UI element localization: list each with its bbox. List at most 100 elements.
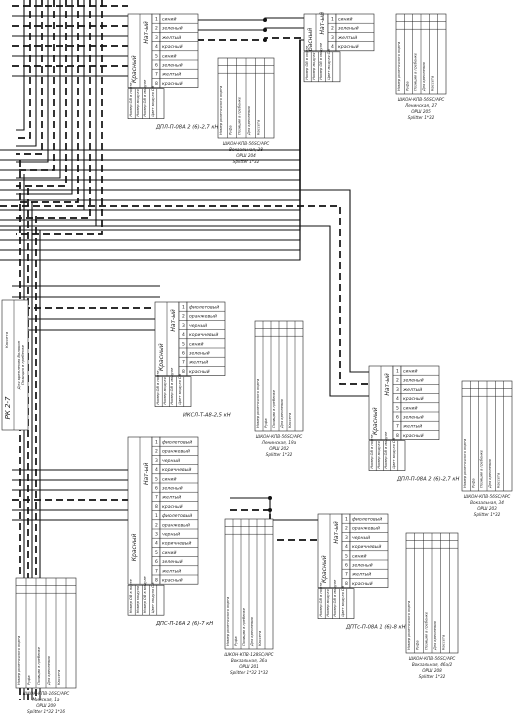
- undefined-row-num: 3: [331, 35, 334, 41]
- cable-6-color-label: зеленый: [352, 563, 373, 569]
- cable-5-row-num: 3: [155, 532, 158, 538]
- cable-3-port-label: Номер ОВ в порте: [156, 370, 160, 405]
- rack-vertical-wire: [16, 0, 61, 179]
- box-5-box-label: Позиция в гребенке: [242, 607, 246, 646]
- cable-4-color-label: синий: [403, 405, 418, 411]
- box-1-box-label: Кассета: [256, 120, 260, 135]
- cable-3-row-num: 5: [182, 341, 185, 347]
- cable-6-row-num: 6: [345, 563, 348, 569]
- cable-5-cvet-label: Цвет модуля ОВ: [151, 582, 155, 613]
- box-3-box-caption: ШКОН-КПВ-56SC/APC: [256, 434, 303, 439]
- cable-1-row-num: 2: [155, 26, 158, 32]
- cable-1-color-label: синий: [162, 53, 177, 59]
- box-1-box-label: Руфа: [228, 125, 232, 135]
- cable-5-nat-label: Нат-ый: [143, 462, 150, 485]
- cable-6-cvet-label: Цвет модуля ОВ: [341, 585, 345, 616]
- box-3-box-caption: Ленинская, 19а: [261, 440, 297, 445]
- cable-3-color-label: красный: [189, 369, 210, 375]
- rack-vertical-wire: [16, 0, 43, 155]
- box-5-box-label: Руфа: [234, 636, 238, 646]
- box-6-box-label: Для крепления: [433, 620, 437, 651]
- cable-5-row-num: 2: [155, 449, 158, 455]
- cable-5-ovmod-label: Номер ОВ в модуле: [143, 575, 147, 613]
- cable-4-ovmod-label: Номер ОВ в модуле: [384, 431, 388, 469]
- box-2-box-label: Для крепления: [422, 61, 426, 92]
- cable-5-color-label: оранжевый: [162, 449, 190, 455]
- cable-3-color-label: желтый: [188, 360, 208, 366]
- cable-6-row-num: 2: [345, 526, 348, 532]
- cable-3-mod-label: Номер модуля: [163, 377, 167, 405]
- cable-6-row-num: 8: [345, 581, 348, 587]
- box-7-box-caption: Минская, 1а: [33, 697, 60, 702]
- cable-5-color-label: красный: [162, 504, 183, 510]
- junction-dot: [268, 496, 272, 500]
- box-4-box-label: Кассета: [496, 473, 500, 488]
- cable-1-ovmod-label: Номер ОВ в модуле: [143, 79, 147, 117]
- cable-5-row-num: 6: [155, 486, 158, 492]
- box-6-box-caption: ШКОН-КПВ-56SC/APC: [409, 656, 456, 661]
- box-4-box-caption: ШКОН-КПВ-56SC/APC: [464, 494, 511, 499]
- junction-dot: [263, 38, 267, 42]
- cable-4-footer: [368, 440, 406, 471]
- junction-dot: [268, 508, 272, 512]
- box-5-box-label: Кассета: [258, 631, 262, 646]
- right-feeder-wire: [0, 205, 372, 385]
- box-1-box-label: Номер розеточного порта: [219, 86, 223, 135]
- cable-6-row-num: 4: [345, 544, 348, 550]
- undefined-nat-label: Нат-ый: [319, 12, 326, 35]
- cable-link-wire: [230, 497, 318, 521]
- box-3-box-caption: Splitter 1*32: [266, 452, 293, 457]
- wire-group: [0, 0, 372, 700]
- cable-5-color-label: коричневый: [162, 541, 191, 547]
- cable-5-row-num: 6: [155, 559, 158, 565]
- box-4-box-caption: Splitter 1*32: [474, 512, 501, 517]
- undefined-row-num: 2: [331, 26, 334, 32]
- cable-1-kras-label: Красный: [131, 55, 138, 83]
- box-7-box-caption: ШКОН-КПВ-16SC/APC: [23, 691, 70, 696]
- box-5-box-label: Для крепления: [250, 616, 254, 647]
- box-1-box-caption: Splitter 1*32: [233, 159, 260, 164]
- rack-vertical-wire: [16, 0, 103, 235]
- cable-1-footer: [127, 88, 165, 119]
- cable-4-color-label: красный: [403, 396, 424, 402]
- undefined-color-label: синий: [338, 17, 353, 23]
- box-4-box-label: Позиция в гребенке: [480, 449, 484, 488]
- cable-3-color-label: черный: [189, 323, 207, 329]
- cable-6-row-num: 1: [345, 517, 348, 523]
- box-2-box-label: Кассета: [430, 76, 434, 91]
- box-6-box-caption: Splitter 1*32: [419, 674, 446, 679]
- box-2-box-caption: Splitter 1*32: [408, 115, 435, 120]
- cable-5-color-label: оранжевый: [162, 522, 190, 528]
- cable-1-color-label: красный: [162, 44, 183, 50]
- cable-5-color-label: коричневый: [162, 467, 191, 473]
- undefined-kras-label: Красный: [307, 28, 314, 56]
- box-2-box-caption: Ленинская, 27: [404, 103, 437, 108]
- cable-3-color-label: оранжевый: [189, 314, 217, 320]
- cable-4-color-label: зеленый: [403, 415, 424, 421]
- cable-4-nat-label: Нат-ый: [384, 373, 391, 396]
- cable-5-footer: [127, 584, 165, 616]
- cable-3-row-num: 2: [182, 314, 185, 320]
- cable-1-color-label: желтый: [161, 35, 181, 41]
- rack-vertical-wire: [16, 0, 91, 219]
- cable-5-row-num: 4: [155, 467, 158, 473]
- cable-5-row-num: 8: [155, 504, 158, 510]
- cable-link-wire: [186, 37, 308, 41]
- cable-3-color-label: синий: [189, 341, 204, 347]
- rack-label: Для крепления Волокон: [16, 340, 21, 390]
- cable-3-nat-label: Нат-ый: [170, 309, 177, 332]
- box-7-box-label: Кассета: [57, 670, 61, 685]
- cable-6-color-label: синий: [352, 553, 367, 559]
- cable-6-nat-label: Нат-ый: [333, 521, 340, 544]
- cable-6-row-num: 7: [345, 572, 348, 578]
- rack-vertical-wire: [16, 0, 25, 131]
- cable-5-color-label: фиолетовый: [162, 513, 192, 519]
- undefined-ovmod-label: Номер ОВ в модуле: [319, 42, 323, 80]
- box-2-box-label: Руфа: [405, 81, 409, 91]
- cable-3-row-num: 7: [182, 360, 185, 366]
- cable-1-row-num: 1: [155, 17, 158, 23]
- rack-label: Позиция в гребенке: [20, 344, 25, 385]
- undefined-color-label: желтый: [337, 35, 357, 41]
- cable-5-row-num: 1: [155, 513, 158, 519]
- cable-4-cable-name: ДПЛ-П-08А 2 (6)-2,7 кН: [396, 477, 459, 483]
